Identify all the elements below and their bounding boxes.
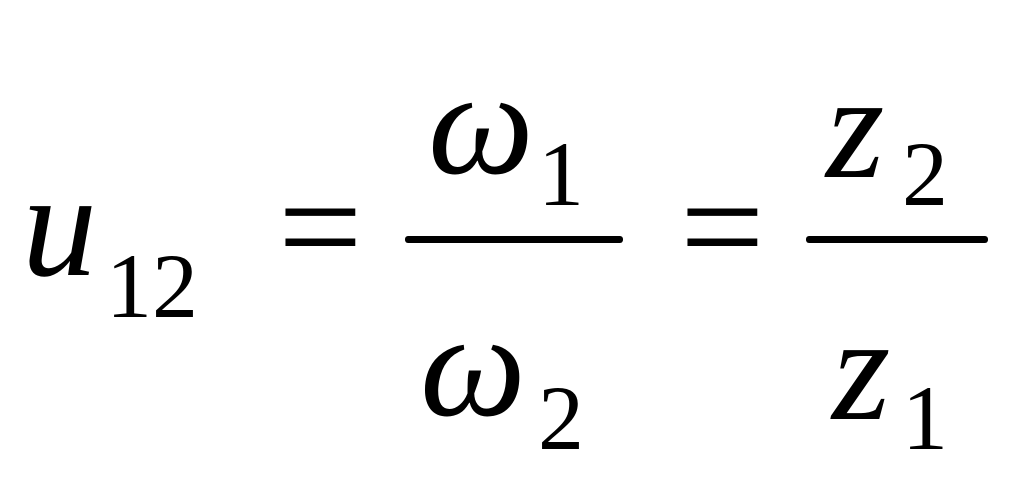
fraction2-bar xyxy=(806,236,988,243)
fraction1-numerator-subscript: 1 xyxy=(538,123,584,225)
equals-sign-2: = xyxy=(680,144,765,310)
fraction1-denominator-subscript: 2 xyxy=(538,367,584,469)
fraction2-denominator-subscript: 1 xyxy=(902,367,948,469)
equals-sign-1: = xyxy=(278,144,363,310)
fraction1-denominator-omega: ω xyxy=(420,282,526,448)
lhs-variable-u: u xyxy=(22,142,97,308)
fraction1-bar xyxy=(405,236,623,243)
fraction1-numerator-omega: ω xyxy=(428,40,534,206)
fraction2-numerator-subscript: 2 xyxy=(902,123,948,225)
fraction2-denominator-z: z xyxy=(832,286,891,452)
lhs-subscript: 12 xyxy=(106,235,198,337)
fraction2-numerator-z: z xyxy=(826,44,885,210)
